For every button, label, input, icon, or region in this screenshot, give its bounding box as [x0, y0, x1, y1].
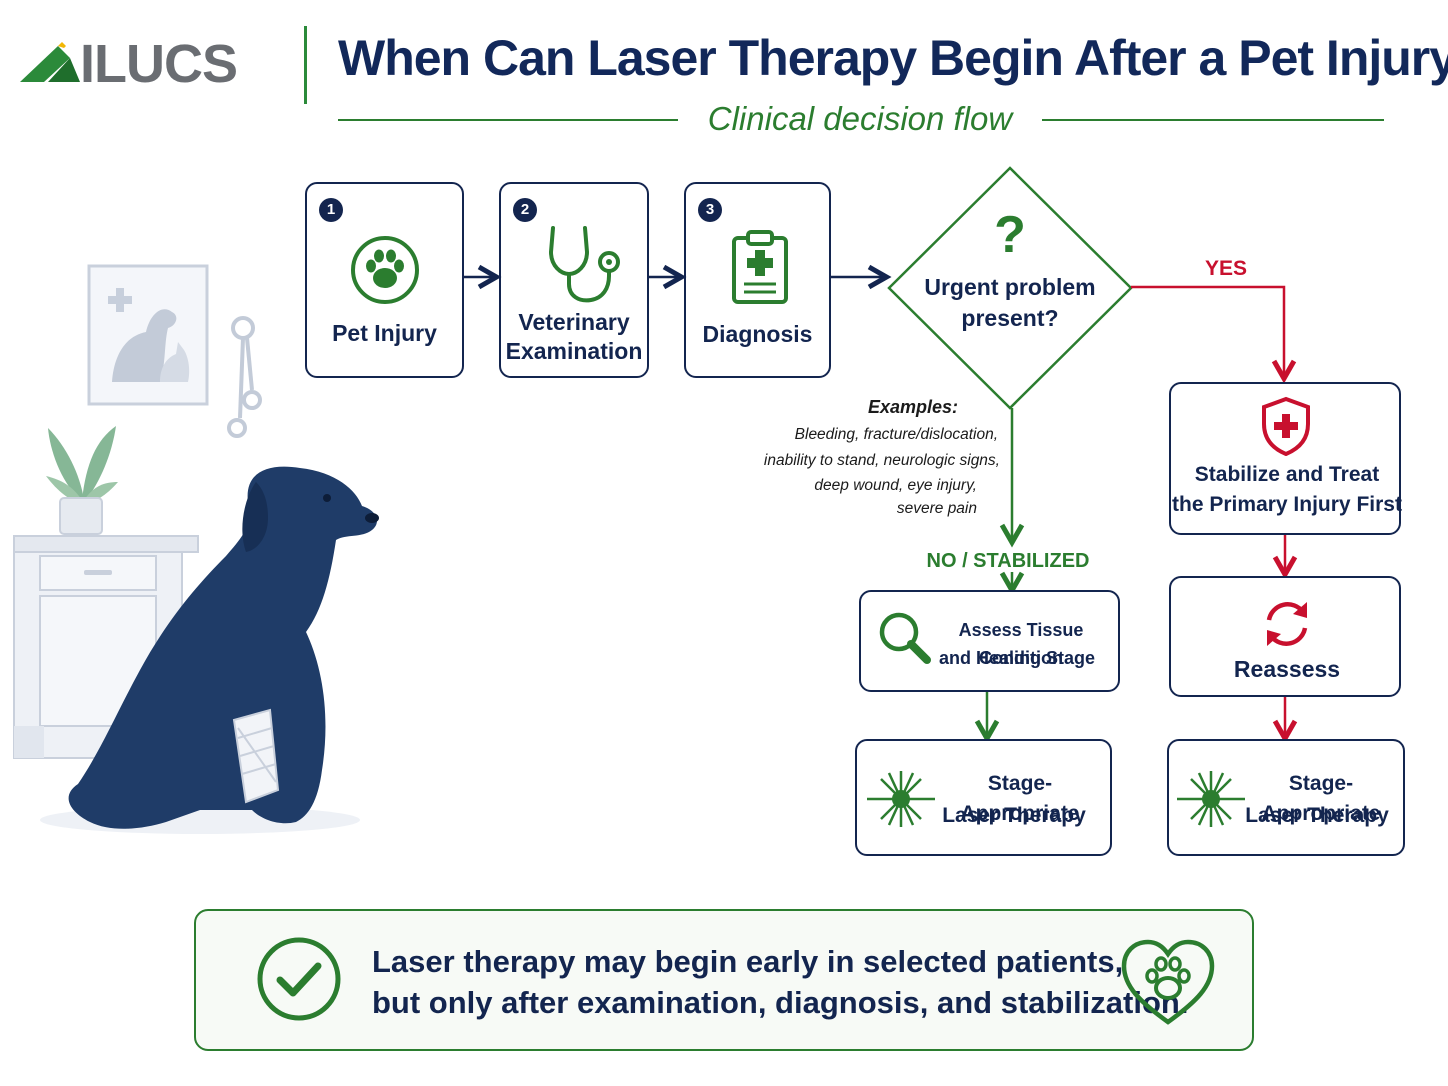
page-title: When Can Laser Therapy Begin After a Pet…	[338, 30, 1448, 86]
examples-title: Examples:	[867, 397, 958, 417]
logo-mark	[20, 42, 80, 82]
step-number: 1	[319, 198, 343, 222]
arrow-yes	[1131, 285, 1284, 376]
decision-question: Urgent problem present?	[915, 272, 1105, 334]
decision-line1: Urgent problem	[924, 274, 1096, 300]
step-pet-injury: 1 Pet Injury	[305, 182, 464, 378]
laser-line2: Laser Therapy	[1245, 804, 1389, 827]
assess-line1: Assess Tissue Condition	[958, 620, 1084, 668]
paw-icon	[351, 236, 419, 304]
decision-line2: present?	[961, 305, 1059, 331]
stethoscope-icon	[548, 226, 620, 303]
example-line: deep wound, eye injury,	[814, 477, 977, 494]
example-line: inability to stand, neurologic signs,	[763, 452, 1000, 469]
banner-line2: but only after examination, diagnosis, a…	[372, 985, 1189, 1020]
banner-line1: Laser therapy may begin early in selecte…	[372, 944, 1124, 979]
leash-hook-icon	[227, 316, 262, 438]
reassess-box: Reassess	[1169, 576, 1401, 697]
step-veterinary-examination: 2 Veterinary Examination	[499, 182, 649, 378]
laser-therapy-box-no: Stage-Appropriate Laser Therapy	[855, 739, 1112, 856]
step-number: 2	[513, 198, 537, 222]
stabilize-line2: the Primary Injury First	[1172, 493, 1402, 516]
laser-line1: Stage-Appropriate	[960, 772, 1080, 825]
reassess-label: Reassess	[1233, 656, 1341, 682]
example-line: Bleeding, fracture/dislocation,	[794, 426, 998, 443]
laser-line1: Stage-Appropriate	[1261, 772, 1381, 825]
example-line: severe pain	[896, 500, 977, 517]
stabilize-treat-box: Stabilize and Treat the Primary Injury F…	[1169, 382, 1402, 535]
stabilize-line1: Stabilize and Treat	[1194, 463, 1380, 486]
page-subtitle: Clinical decision flow	[707, 100, 1013, 137]
laser-burst-icon	[1177, 771, 1245, 827]
magnifier-icon	[879, 612, 931, 664]
step-label: Diagnosis	[702, 321, 813, 347]
clipboard-icon	[732, 230, 788, 304]
step-diagnosis: 3 Diagnosis	[684, 182, 831, 378]
subtitle-rule-left	[338, 119, 678, 121]
logo-text: ILUCS	[80, 34, 238, 94]
assess-tissue-box: Assess Tissue Condition and Healing Stag…	[859, 590, 1120, 692]
refresh-icon	[1266, 602, 1308, 646]
laser-burst-icon	[867, 771, 935, 827]
step-label-line2: Examination	[505, 338, 643, 364]
assess-line2: and Healing Stage	[938, 648, 1096, 668]
header-divider	[304, 26, 307, 104]
heart-paw-icon	[1121, 939, 1215, 1025]
laser-therapy-box-yes: Stage-Appropriate Laser Therapy	[1167, 739, 1405, 856]
step-label-line1: Veterinary	[518, 309, 630, 335]
shield-cross-icon	[1262, 396, 1310, 456]
plant-icon	[46, 426, 118, 535]
laser-line2: Laser Therapy	[942, 804, 1086, 827]
yes-label: YES	[1204, 257, 1248, 280]
clinic-illustration	[13, 264, 379, 834]
subtitle-rule-right	[1042, 119, 1384, 121]
step-number: 3	[698, 198, 722, 222]
question-mark: ?	[994, 206, 1026, 264]
checkmark-icon	[257, 937, 341, 1021]
summary-banner	[194, 909, 1254, 1051]
dog-icon	[68, 466, 379, 829]
vet-poster-icon	[87, 264, 209, 406]
no-stabilized-label: NO / STABILIZED	[926, 550, 1090, 572]
step-label: Pet Injury	[332, 320, 437, 346]
